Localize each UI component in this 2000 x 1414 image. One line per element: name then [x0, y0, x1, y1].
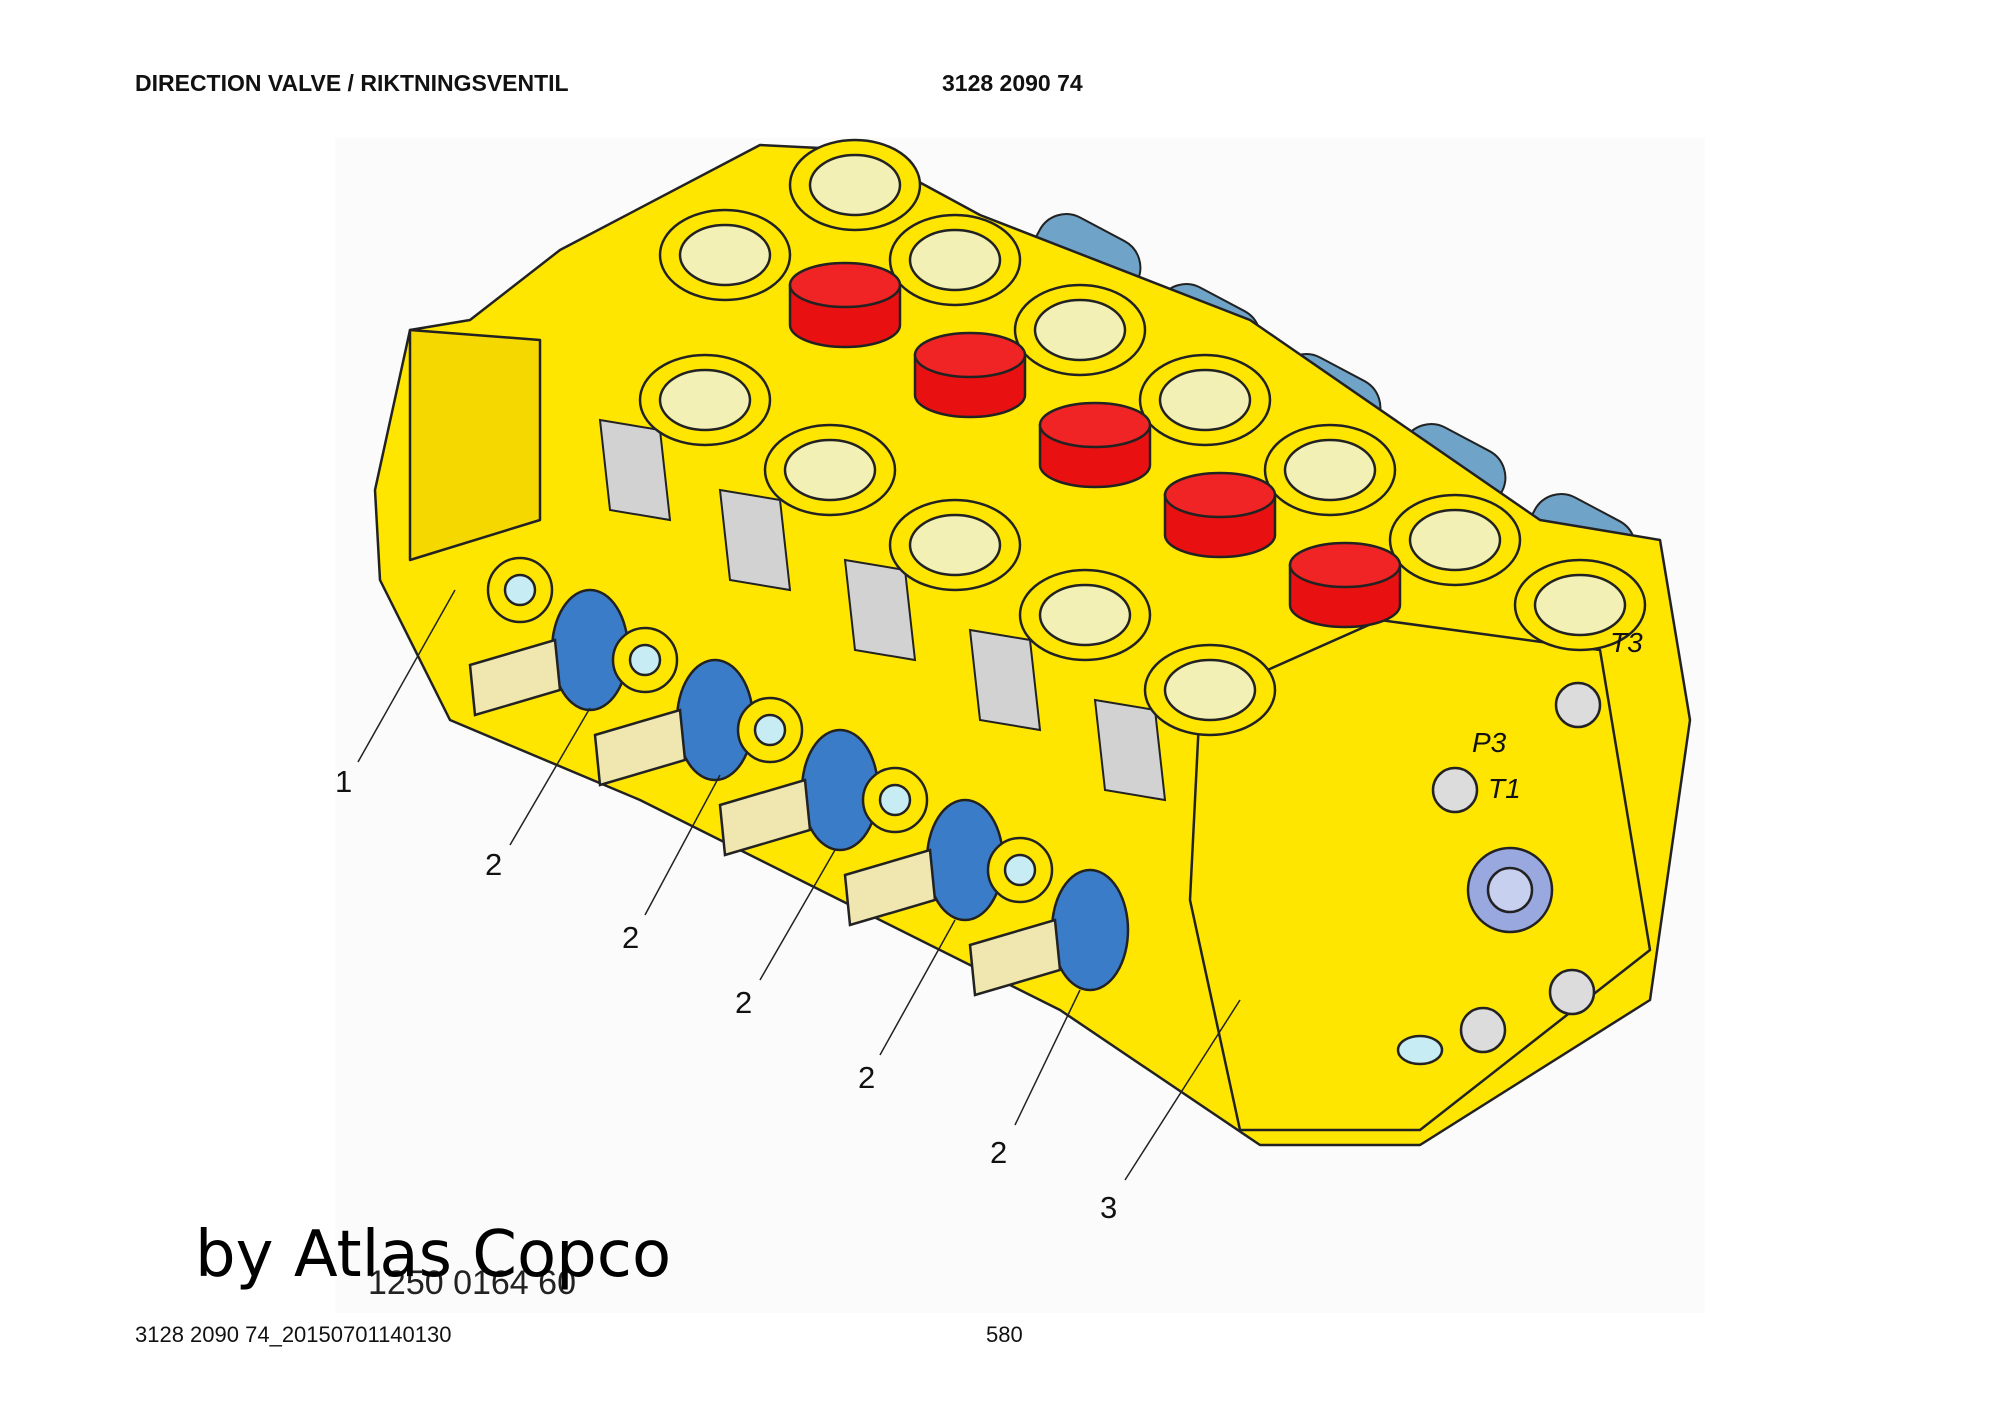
callout-2b: 2: [622, 920, 639, 955]
spool-ends: [468, 556, 1130, 997]
part-number: 3128 2090 74: [942, 70, 1083, 96]
ports: [638, 138, 1647, 737]
callout-2a: 2: [485, 847, 502, 882]
footer-document-id: 3128 2090 74_20150701140130: [135, 1322, 452, 1347]
drawing-number: 1250 0164 60: [368, 1264, 576, 1302]
port-labels: P3 T1 T3: [1472, 627, 1643, 804]
red-caps: [788, 261, 1402, 629]
port-label-t3: T3: [1610, 627, 1643, 658]
callout-3: 3: [1100, 1190, 1117, 1225]
port-label-p3: P3: [1472, 727, 1507, 758]
leader-lines: [357, 589, 1241, 1181]
callout-2d: 2: [858, 1060, 875, 1095]
callout-2c: 2: [735, 985, 752, 1020]
section-plates: [598, 418, 1167, 802]
end-cover-details: [1396, 681, 1602, 1066]
callouts: 1 2 2 2 2 2 3: [335, 764, 1117, 1225]
port-label-t1: T1: [1488, 773, 1521, 804]
document-title: DIRECTION VALVE / RIKTNINGSVENTIL: [135, 70, 569, 96]
page-number: 580: [986, 1322, 1023, 1347]
watermark-text: by Atlas Copco: [195, 1218, 672, 1292]
callout-2e: 2: [990, 1135, 1007, 1170]
callout-1: 1: [335, 764, 352, 799]
